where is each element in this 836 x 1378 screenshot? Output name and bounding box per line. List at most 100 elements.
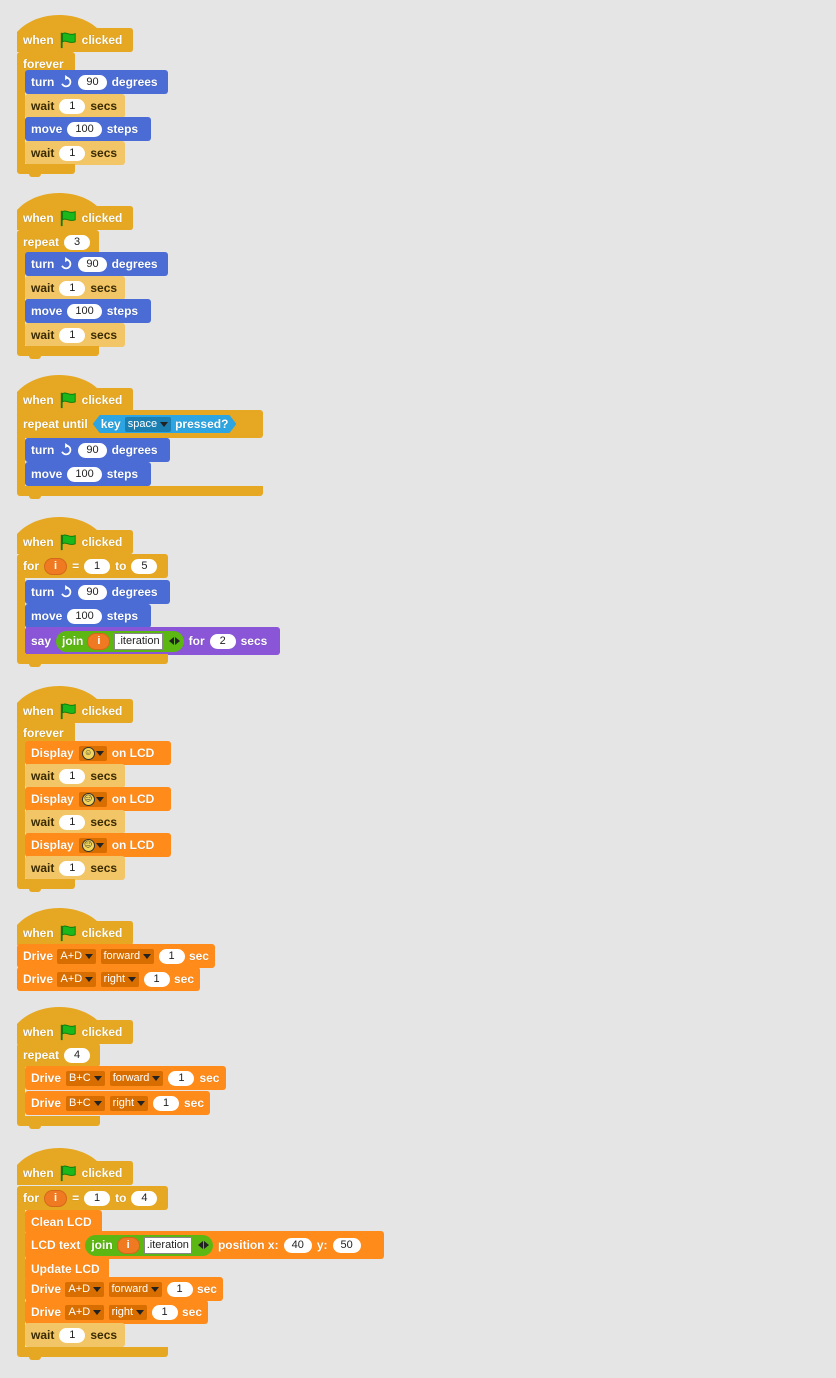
for-start-input[interactable]: 1 bbox=[84, 558, 111, 574]
wait-block[interactable]: wait 1 secs bbox=[25, 323, 125, 347]
wait-secs-input[interactable]: 1 bbox=[59, 280, 86, 296]
turn-degrees-input[interactable]: 90 bbox=[78, 74, 107, 90]
wait-block[interactable]: wait 1 secs bbox=[25, 276, 125, 300]
join-reporter[interactable]: join i .iteration bbox=[85, 1234, 213, 1256]
turn-degrees-input[interactable]: 90 bbox=[78, 442, 107, 458]
port-dropdown[interactable]: A+D bbox=[57, 971, 97, 987]
display-lcd-block[interactable]: Display 😑 on LCD bbox=[25, 787, 171, 811]
clean-lcd-block[interactable]: Clean LCD bbox=[25, 1210, 102, 1234]
drive-block[interactable]: Drive A+D right 1 sec bbox=[25, 1300, 208, 1324]
repeat-block[interactable]: repeat 3 bbox=[17, 230, 99, 254]
when-flag-clicked-block[interactable]: when clicked bbox=[23, 208, 122, 228]
for-start-input[interactable]: 1 bbox=[84, 1190, 111, 1206]
for-loop-block[interactable]: for i = 1 to 4 bbox=[17, 1186, 168, 1210]
join-variable[interactable]: i bbox=[116, 1236, 140, 1254]
drive-duration-input[interactable]: 1 bbox=[153, 1095, 180, 1111]
port-dropdown[interactable]: A+D bbox=[65, 1281, 105, 1297]
expand-arrows-icon[interactable] bbox=[168, 637, 180, 645]
wait-secs-input[interactable]: 1 bbox=[59, 860, 86, 876]
drive-duration-input[interactable]: 1 bbox=[143, 971, 170, 987]
drive-block[interactable]: Drive B+C forward 1 sec bbox=[25, 1066, 226, 1090]
direction-dropdown[interactable]: forward bbox=[108, 1281, 163, 1297]
say-for-secs-block[interactable]: say join i .iteration for 2 secs bbox=[25, 627, 280, 655]
display-lcd-block[interactable]: Display ☺ on LCD bbox=[25, 741, 171, 765]
turn-block[interactable]: turn 90 degrees bbox=[25, 70, 168, 94]
turn-block[interactable]: turn 90 degrees bbox=[25, 580, 170, 604]
repeat-block[interactable]: repeat 4 bbox=[17, 1043, 100, 1067]
drive-block[interactable]: Drive A+D forward 1 sec bbox=[25, 1277, 223, 1301]
key-pressed-condition[interactable]: key space pressed? bbox=[93, 415, 237, 433]
wait-secs-input[interactable]: 1 bbox=[59, 814, 86, 830]
direction-dropdown[interactable]: forward bbox=[109, 1070, 164, 1086]
display-lcd-block[interactable]: Display 😐 on LCD bbox=[25, 833, 171, 857]
when-flag-clicked-block[interactable]: when clicked bbox=[23, 532, 122, 552]
when-flag-clicked-block[interactable]: when clicked bbox=[23, 1022, 122, 1042]
move-steps-input[interactable]: 100 bbox=[67, 121, 102, 137]
join-string-input[interactable]: .iteration bbox=[114, 632, 163, 650]
wait-block[interactable]: wait 1 secs bbox=[25, 94, 125, 118]
wait-secs-input[interactable]: 1 bbox=[59, 98, 86, 114]
move-block[interactable]: move 100 steps bbox=[25, 462, 151, 486]
drive-duration-input[interactable]: 1 bbox=[166, 1281, 193, 1297]
move-steps-input[interactable]: 100 bbox=[67, 608, 102, 624]
when-flag-clicked-block[interactable]: when clicked bbox=[23, 1163, 122, 1183]
join-reporter[interactable]: join i .iteration bbox=[56, 630, 184, 652]
repeat-count-input[interactable]: 3 bbox=[64, 234, 91, 250]
move-block[interactable]: move 100 steps bbox=[25, 117, 151, 141]
direction-dropdown[interactable]: right bbox=[109, 1095, 149, 1111]
key-dropdown[interactable]: space bbox=[125, 417, 171, 432]
direction-dropdown[interactable]: right bbox=[100, 971, 140, 987]
join-variable[interactable]: i bbox=[87, 632, 111, 650]
wait-block[interactable]: wait 1 secs bbox=[25, 764, 125, 788]
turn-block[interactable]: turn 90 degrees bbox=[25, 438, 170, 462]
face-dropdown[interactable]: 😑 bbox=[78, 791, 107, 807]
wait-secs-input[interactable]: 1 bbox=[59, 768, 86, 784]
port-dropdown[interactable]: B+C bbox=[66, 1070, 105, 1086]
drive-block[interactable]: Drive B+C right 1 sec bbox=[25, 1091, 210, 1115]
wait-secs-input[interactable]: 1 bbox=[59, 145, 86, 161]
loop-variable[interactable]: i bbox=[44, 557, 68, 575]
when-flag-clicked-block[interactable]: when clicked bbox=[23, 701, 122, 721]
say-secs-input[interactable]: 2 bbox=[209, 633, 236, 649]
for-end-input[interactable]: 4 bbox=[131, 1190, 158, 1206]
wait-block[interactable]: wait 1 secs bbox=[25, 856, 125, 880]
turn-degrees-input[interactable]: 90 bbox=[78, 256, 107, 272]
wait-block[interactable]: wait 1 secs bbox=[25, 810, 125, 834]
loop-variable[interactable]: i bbox=[44, 1189, 68, 1207]
when-flag-clicked-block[interactable]: when clicked bbox=[23, 30, 122, 50]
move-steps-input[interactable]: 100 bbox=[67, 303, 102, 319]
move-block[interactable]: move 100 steps bbox=[25, 604, 151, 628]
direction-dropdown[interactable]: forward bbox=[100, 948, 155, 964]
port-dropdown[interactable]: A+D bbox=[65, 1304, 105, 1320]
for-loop-block[interactable]: for i = 1 to 5 bbox=[17, 554, 168, 578]
wait-block[interactable]: wait 1 secs bbox=[25, 1323, 125, 1347]
when-flag-clicked-block[interactable]: when clicked bbox=[23, 923, 122, 943]
expand-arrows-icon[interactable] bbox=[197, 1241, 209, 1249]
lcd-text-block[interactable]: LCD text join i .iteration position x: 4… bbox=[25, 1231, 384, 1259]
drive-block[interactable]: Drive A+D forward 1 sec bbox=[17, 944, 215, 968]
drive-duration-input[interactable]: 1 bbox=[151, 1304, 178, 1320]
repeat-until-block[interactable]: repeat until key space pressed? bbox=[17, 410, 263, 438]
port-dropdown[interactable]: B+C bbox=[65, 1095, 105, 1111]
hat-when-label: when bbox=[23, 1166, 54, 1180]
for-end-input[interactable]: 5 bbox=[131, 558, 158, 574]
wait-block[interactable]: wait 1 secs bbox=[25, 141, 125, 165]
turn-block[interactable]: turn 90 degrees bbox=[25, 252, 168, 276]
wait-secs-input[interactable]: 1 bbox=[59, 1327, 86, 1343]
direction-dropdown[interactable]: right bbox=[108, 1304, 148, 1320]
repeat-count-input[interactable]: 4 bbox=[64, 1047, 91, 1063]
wait-secs-input[interactable]: 1 bbox=[59, 327, 86, 343]
move-steps-input[interactable]: 100 bbox=[67, 466, 102, 482]
drive-block[interactable]: Drive A+D right 1 sec bbox=[17, 967, 200, 991]
position-x-input[interactable]: 40 bbox=[283, 1237, 312, 1253]
join-string-input[interactable]: .iteration bbox=[143, 1236, 192, 1254]
turn-degrees-input[interactable]: 90 bbox=[78, 584, 107, 600]
drive-duration-input[interactable]: 1 bbox=[158, 948, 185, 964]
drive-duration-input[interactable]: 1 bbox=[168, 1070, 195, 1086]
position-y-input[interactable]: 50 bbox=[332, 1237, 361, 1253]
move-block[interactable]: move 100 steps bbox=[25, 299, 151, 323]
face-dropdown[interactable]: 😐 bbox=[78, 837, 107, 853]
face-dropdown[interactable]: ☺ bbox=[78, 745, 107, 761]
when-flag-clicked-block[interactable]: when clicked bbox=[23, 390, 122, 410]
port-dropdown[interactable]: A+D bbox=[57, 948, 97, 964]
